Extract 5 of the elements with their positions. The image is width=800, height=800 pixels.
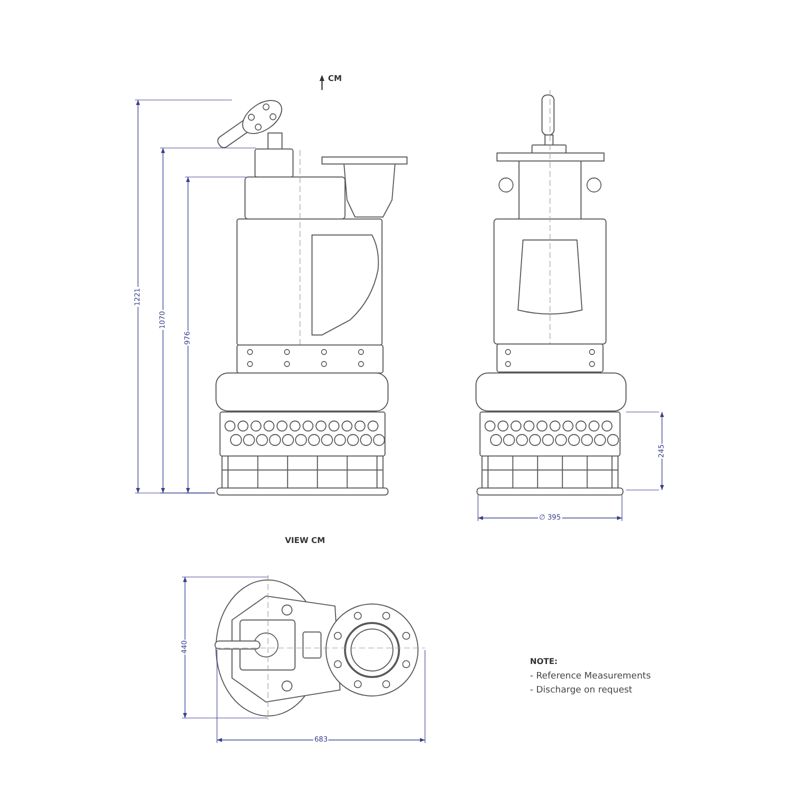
direction-label: CM [328,75,342,83]
note-text: - Reference Measurements [530,672,651,682]
note-heading: NOTE: [530,658,558,666]
note-text: - Discharge on request [530,686,632,696]
view-label: VIEW CM [284,537,326,545]
